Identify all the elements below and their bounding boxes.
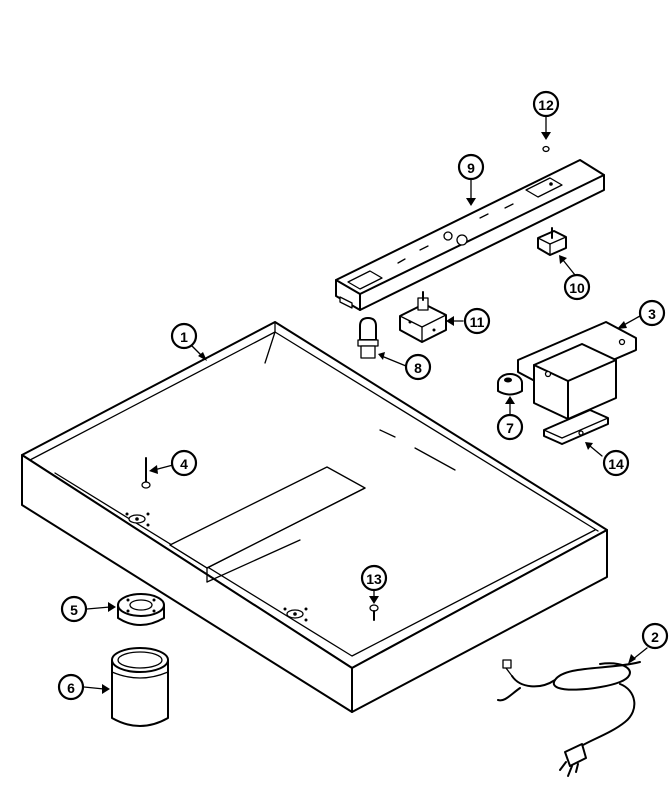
svg-text:6: 6 xyxy=(67,680,75,696)
svg-text:4: 4 xyxy=(180,456,188,472)
callout-10: 10 xyxy=(563,273,591,301)
switch-10 xyxy=(537,227,567,256)
callout-13: 13 xyxy=(360,564,388,592)
callout-2: 2 xyxy=(641,622,669,650)
svg-text:1: 1 xyxy=(180,329,188,345)
svg-text:3: 3 xyxy=(648,306,656,322)
svg-text:11: 11 xyxy=(470,314,485,330)
callout-8: 8 xyxy=(404,353,432,381)
svg-text:9: 9 xyxy=(467,160,475,176)
control-panel xyxy=(335,159,605,311)
leader-lines xyxy=(83,116,648,694)
jar-lid xyxy=(117,593,165,626)
junction-box xyxy=(517,321,637,420)
infinite-switch xyxy=(399,291,447,343)
callout-9: 9 xyxy=(457,153,485,181)
pilot-light xyxy=(357,317,379,359)
callout-1: 1 xyxy=(170,322,198,350)
power-cord xyxy=(497,659,641,777)
svg-text:10: 10 xyxy=(569,280,585,296)
screw-12 xyxy=(542,145,550,153)
svg-text:2: 2 xyxy=(651,629,659,645)
drip-pan xyxy=(21,321,608,713)
callout-14: 14 xyxy=(602,449,630,477)
svg-text:8: 8 xyxy=(414,360,422,376)
box-cover xyxy=(543,409,609,445)
callout-11: 11 xyxy=(463,307,491,335)
callout-6: 6 xyxy=(57,673,85,701)
callout-3: 3 xyxy=(638,299,666,327)
svg-text:7: 7 xyxy=(506,420,514,436)
screw-4 xyxy=(141,457,151,489)
knob-7 xyxy=(497,373,523,396)
callout-12: 12 xyxy=(532,90,560,118)
callout-7: 7 xyxy=(496,413,524,441)
callout-5: 5 xyxy=(60,595,88,623)
svg-text:12: 12 xyxy=(538,97,554,113)
grease-jar xyxy=(111,647,169,727)
screw-13 xyxy=(369,604,379,621)
svg-text:5: 5 xyxy=(70,602,78,618)
callout-4: 4 xyxy=(170,449,198,477)
svg-text:14: 14 xyxy=(608,456,624,472)
svg-text:13: 13 xyxy=(366,571,382,587)
